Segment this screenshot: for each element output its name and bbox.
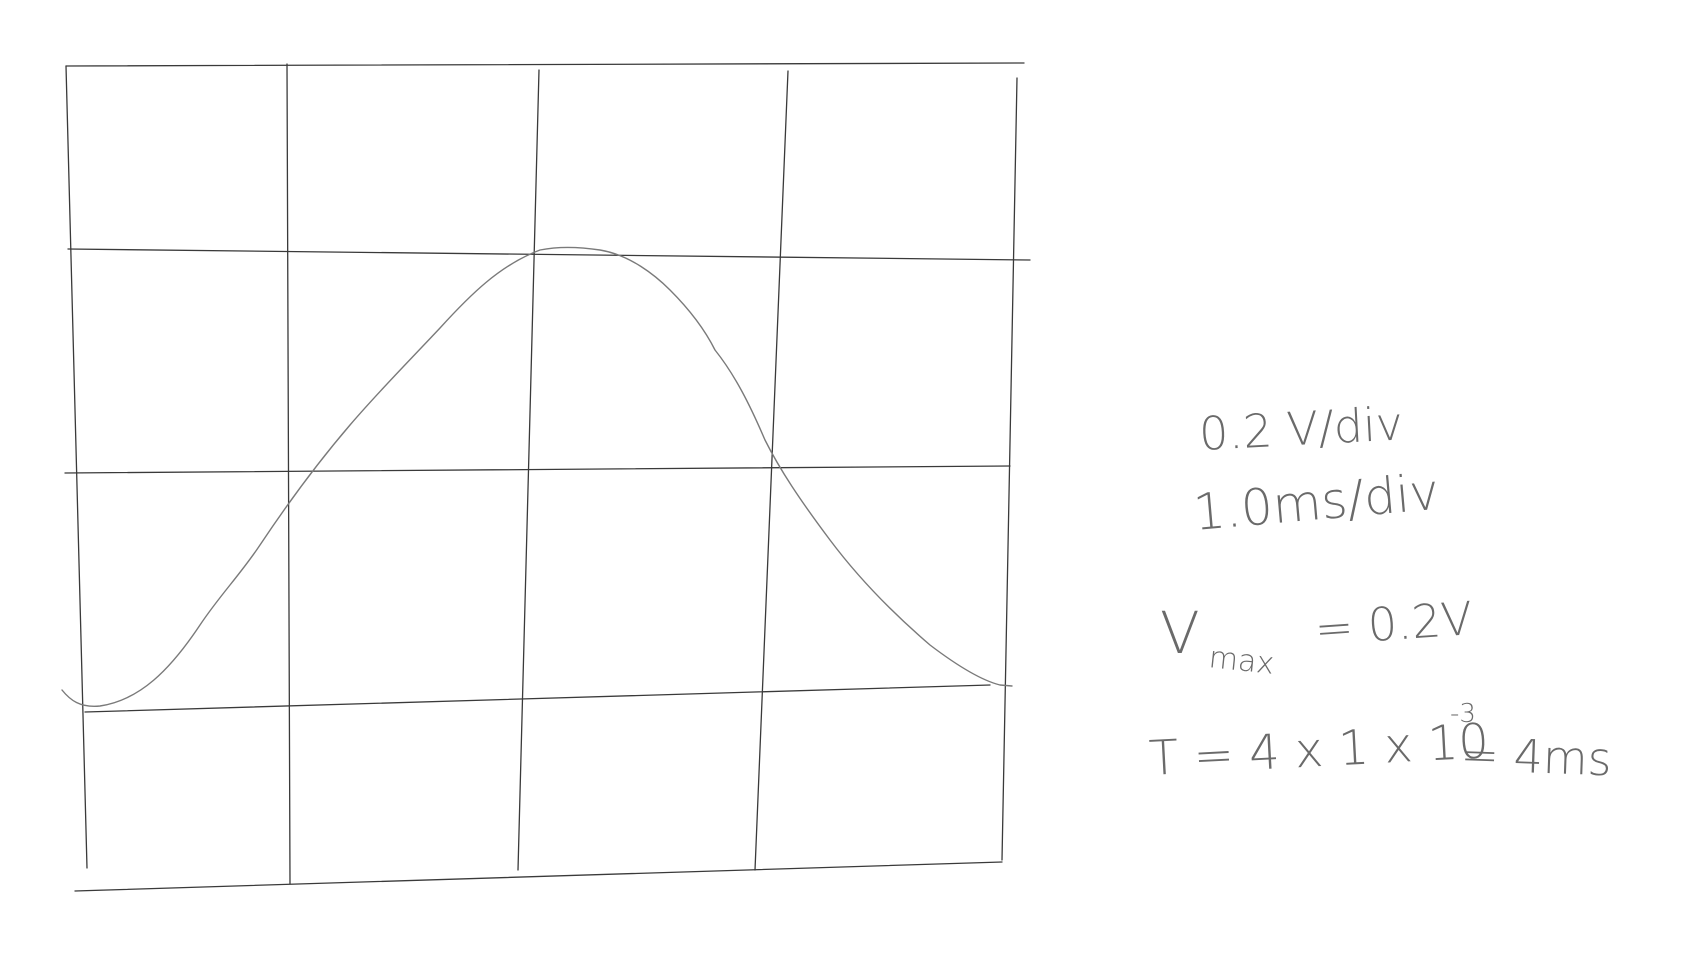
grid-line-v2 — [286, 63, 291, 885]
grid-line-h1 — [65, 62, 1025, 67]
grid-line-v1 — [65, 65, 88, 869]
grid-line-v3 — [517, 69, 540, 871]
waveform-trace — [61, 246, 1013, 707]
period-result: = 4ms — [1460, 727, 1613, 786]
grid-line-h3 — [64, 465, 1011, 474]
grid-line-h4 — [84, 684, 991, 713]
grid-line-h5 — [74, 861, 1003, 892]
period-exponent: -3 — [1450, 699, 1476, 729]
volts-per-div-note: 0.2 V/div — [1198, 396, 1404, 461]
vmax-value: = 0.2V — [1313, 591, 1474, 656]
vmax-note: V max = 0.2V — [1160, 591, 1474, 682]
grid-line-v4 — [754, 70, 789, 871]
grid-line-h2 — [67, 248, 1031, 261]
grid-line-v5 — [1001, 77, 1018, 861]
period-calculation-note: T = 4 x 1 x 10 -3 = 4ms — [1148, 699, 1613, 787]
scope-settings-notes: 0.2 V/div 1.0ms/div — [1191, 396, 1441, 542]
vmax-subscript: max — [1207, 640, 1276, 682]
scope-grid — [64, 62, 1031, 892]
time-per-div-note: 1.0ms/div — [1191, 463, 1441, 542]
vmax-symbol: V — [1160, 599, 1200, 667]
period-expression: T = 4 x 1 x 10 — [1148, 713, 1491, 787]
